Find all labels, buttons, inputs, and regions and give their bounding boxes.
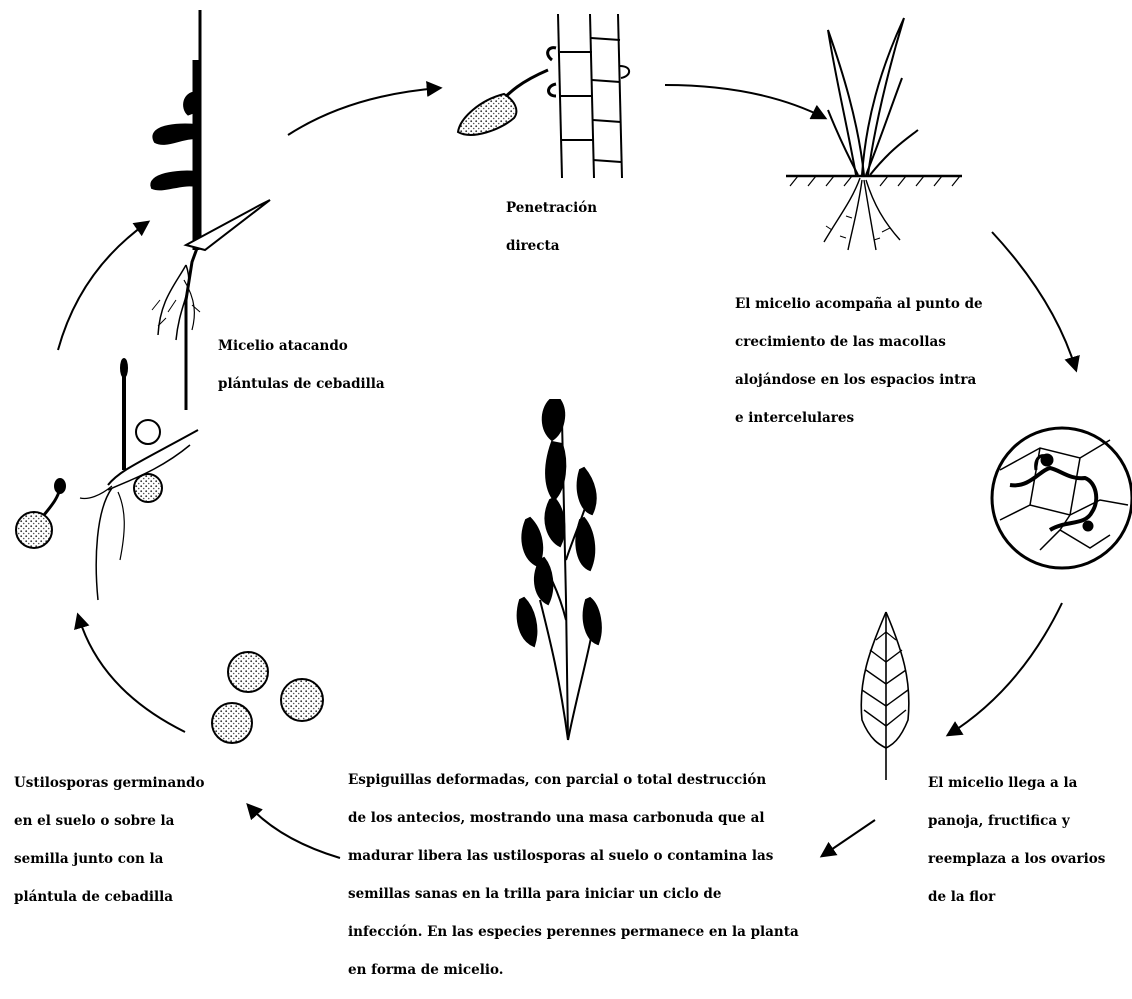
- label-line: en forma de micelio.: [348, 961, 799, 980]
- label-line: panoja, fructifica y: [928, 812, 1105, 831]
- label-micelio-panoja: El micelio llega a la panoja, fructifica…: [928, 755, 1105, 926]
- label-line: infección. En las especies perennes perm…: [348, 923, 799, 942]
- ustilospore-icon: [228, 652, 268, 692]
- ustilospore-icon: [281, 679, 323, 721]
- tiller-plant-icon: [786, 18, 962, 250]
- arrow-seedling-to-penetration: [288, 88, 440, 135]
- smutted-spikelet-icon: [518, 400, 601, 740]
- penetration-cell-icon: [458, 14, 629, 178]
- label-line: crecimiento de las macollas: [735, 333, 983, 352]
- arrow-tiller-to-micrograph: [992, 232, 1076, 370]
- label-line: plántulas de cebadilla: [218, 375, 385, 394]
- label-line: de los antecios, mostrando una masa carb…: [348, 809, 799, 828]
- label-espiguillas-deformadas: Espiguillas deformadas, con parcial o to…: [348, 752, 799, 999]
- arrow-micrograph-to-panicle: [948, 603, 1062, 735]
- label-line: Ustilosporas germinando: [14, 774, 204, 793]
- label-line: en el suelo o sobre la: [14, 812, 204, 831]
- label-line: Micelio atacando: [218, 337, 385, 356]
- label-line: Penetración: [506, 199, 597, 218]
- label-micelio-atacando: Micelio atacando plántulas de cebadilla: [218, 318, 385, 413]
- arrow-ustilosporas-up: [78, 615, 185, 732]
- arrow-text-to-ustilosporas: [248, 805, 340, 858]
- ustilospore-icon: [212, 703, 252, 743]
- arrow-penetration-to-tiller: [665, 85, 825, 118]
- label-line: reemplaza a los ovarios: [928, 850, 1105, 869]
- label-micelio-acompana: El micelio acompaña al punto de crecimie…: [735, 276, 983, 447]
- label-line: alojándose en los espacios intra: [735, 371, 983, 390]
- label-line: semilla junto con la: [14, 850, 204, 869]
- label-ustilosporas-germinando: Ustilosporas germinando en el suelo o so…: [14, 755, 204, 926]
- label-line: Espiguillas deformadas, con parcial o to…: [348, 771, 799, 790]
- panicle-icon: [861, 612, 909, 780]
- label-line: semillas sanas en la trilla para iniciar…: [348, 885, 799, 904]
- label-line: e intercelulares: [735, 409, 983, 428]
- label-line: El micelio llega a la: [928, 774, 1105, 793]
- arrow-panicle-to-spikelet-text: [822, 820, 875, 856]
- arrow-germination-to-seedling: [58, 222, 148, 350]
- germinating-spore-icon: [16, 359, 198, 600]
- label-line: madurar libera las ustilosporas al suelo…: [348, 847, 799, 866]
- label-line: directa: [506, 237, 597, 256]
- label-penetracion-directa: Penetración directa: [506, 180, 597, 275]
- ustilospore-group: [212, 652, 323, 743]
- cell-micrograph-icon: [992, 428, 1132, 568]
- label-line: El micelio acompaña al punto de: [735, 295, 983, 314]
